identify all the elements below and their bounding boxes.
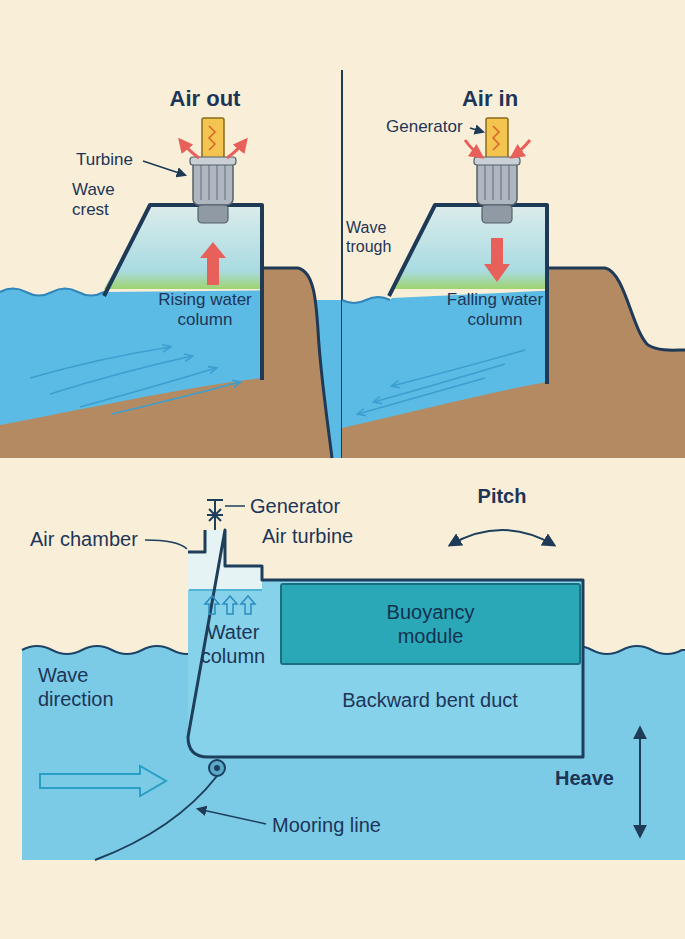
node-text: Buoyancy module <box>366 600 496 648</box>
part-label: Wave direction <box>38 663 148 711</box>
part-label: Generator <box>386 117 468 137</box>
flow-arrows <box>112 382 240 414</box>
turbine-generator <box>482 205 512 223</box>
water-surface <box>189 589 262 591</box>
part-label: Rising water column <box>140 290 270 331</box>
motion-label: Pitch <box>467 484 537 508</box>
part-label: Air turbine <box>262 524 382 548</box>
seabed <box>342 382 547 458</box>
air-in-arrow <box>465 140 482 157</box>
motion-label: Heave <box>555 766 625 790</box>
turbine-generator <box>477 160 517 205</box>
hull-interior <box>188 530 583 757</box>
flow-arrows <box>80 368 216 407</box>
part-label: Turbine <box>76 150 142 170</box>
shore-ground <box>262 268 332 458</box>
flow-arrows <box>358 350 525 414</box>
panel-title: Air out <box>145 86 265 112</box>
air-out-arrow <box>227 140 246 158</box>
turbine-generator <box>198 205 228 223</box>
turbine-generator <box>193 160 233 205</box>
rising-arrow <box>200 242 226 285</box>
flow-arrows <box>374 364 505 402</box>
water-column-arrows <box>241 596 255 614</box>
seabed <box>0 378 262 458</box>
hull-outline <box>188 530 583 757</box>
shore-outline <box>547 268 685 350</box>
turbine-generator <box>493 126 499 150</box>
turbine-generator <box>209 126 215 150</box>
owc-air-out-scene <box>0 118 342 458</box>
leader-line <box>198 809 266 824</box>
falling-arrow <box>484 238 510 282</box>
water-column-arrows <box>223 596 237 614</box>
leader-line <box>145 540 187 549</box>
pitch-arrow <box>450 530 554 545</box>
air-in-arrow <box>512 140 530 157</box>
wave-direction-arrow <box>40 766 166 796</box>
part-label: Mooring line <box>272 813 412 837</box>
flow-arrows <box>30 347 240 414</box>
flow-arrows <box>358 378 485 414</box>
turbine-generator <box>201 165 225 200</box>
shore-ground <box>547 268 685 458</box>
sea-water <box>342 290 560 458</box>
owc-air-in-scene <box>342 118 685 458</box>
part-label: Falling water column <box>425 290 565 331</box>
part-label: Wave crest <box>72 180 134 221</box>
turbine-generator <box>485 165 509 200</box>
wave-surface <box>0 289 104 296</box>
leader-line <box>225 505 245 507</box>
turbine-generator <box>190 118 236 223</box>
air-turbine-symbol <box>207 514 223 516</box>
sea-water <box>0 289 300 459</box>
leader-line <box>143 161 185 175</box>
flow-arrows <box>392 350 525 386</box>
part-label: Wave trough <box>346 218 406 256</box>
fairlead <box>214 765 220 771</box>
air-turbine-symbol <box>207 499 223 501</box>
panel-title: Air in <box>430 86 550 112</box>
air-out-arrow <box>180 140 199 158</box>
flow-arrows <box>30 347 170 378</box>
flow-arrows <box>50 356 192 394</box>
fairlead <box>209 760 225 776</box>
turbine-generator <box>486 118 508 160</box>
shore-outline <box>262 268 332 458</box>
part-label: Air chamber <box>30 527 142 551</box>
wave-surface <box>342 297 390 303</box>
air-turbine-symbol <box>207 500 223 530</box>
mooring-line <box>95 776 217 860</box>
leader-line <box>470 128 483 132</box>
turbine-generator <box>202 118 224 160</box>
turbine-generator <box>474 157 520 165</box>
turbine-generator <box>474 118 520 223</box>
floating-bbdb-scene <box>22 500 685 860</box>
part-label: Backward bent duct <box>330 688 530 712</box>
heave-arrow <box>639 728 641 836</box>
buoyancy-module-box: Buoyancy module <box>280 583 581 665</box>
water-column-arrows <box>205 596 219 614</box>
part-label: Generator <box>250 494 360 518</box>
part-label: Water column <box>189 620 277 668</box>
water-column-arrows <box>205 596 255 614</box>
